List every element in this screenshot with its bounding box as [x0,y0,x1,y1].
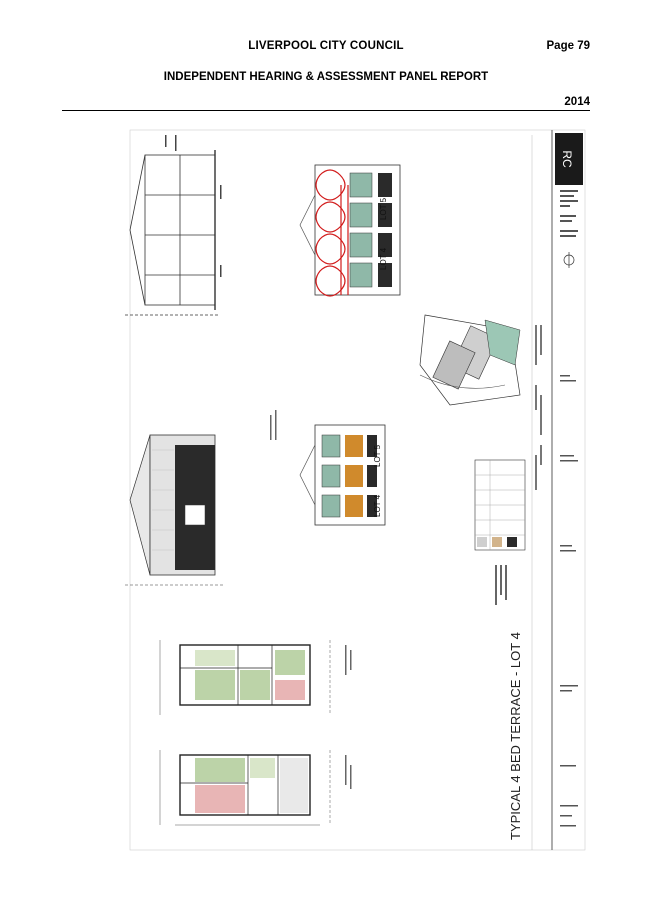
rear-elevation: LOT 4 LOT 5 [299,164,401,297]
header-divider [62,110,590,111]
section-drawing [125,150,220,316]
report-year: 2014 [564,96,590,108]
materials-schedule [474,459,526,605]
side-elevation [125,434,225,586]
svg-text:RC: RC [560,150,574,168]
sheet-title: TYPICAL 4 BED TERRACE - LOT 4 [508,632,523,840]
title-block: RC [531,130,583,850]
front-elevation: LOT 4 LOT 5 [299,424,386,526]
architectural-drawing-sheet: RC TYPICAL 4 BED TERRACE - LOT 4 [120,125,590,855]
lot-label: LOT 5 [379,197,388,220]
drawing-canvas: RC TYPICAL 4 BED TERRACE - LOT 4 [125,129,586,851]
title-block-logo [555,133,583,185]
council-name: LIVERPOOL CITY COUNCIL [248,40,404,52]
lot-label: LOT 4 [373,494,382,517]
lot-label: LOT 4 [379,247,388,270]
site-plan [419,314,521,406]
lot-label: LOT 5 [373,444,382,467]
report-title: INDEPENDENT HEARING & ASSESSMENT PANEL R… [163,71,489,83]
floor-plan-level-1 [159,640,331,715]
page-number: Page 79 [546,40,590,52]
markup-clouds [315,169,349,297]
floor-plan-ground [159,750,331,826]
sheet-title-group: TYPICAL 4 BED TERRACE - LOT 4 [508,632,523,840]
